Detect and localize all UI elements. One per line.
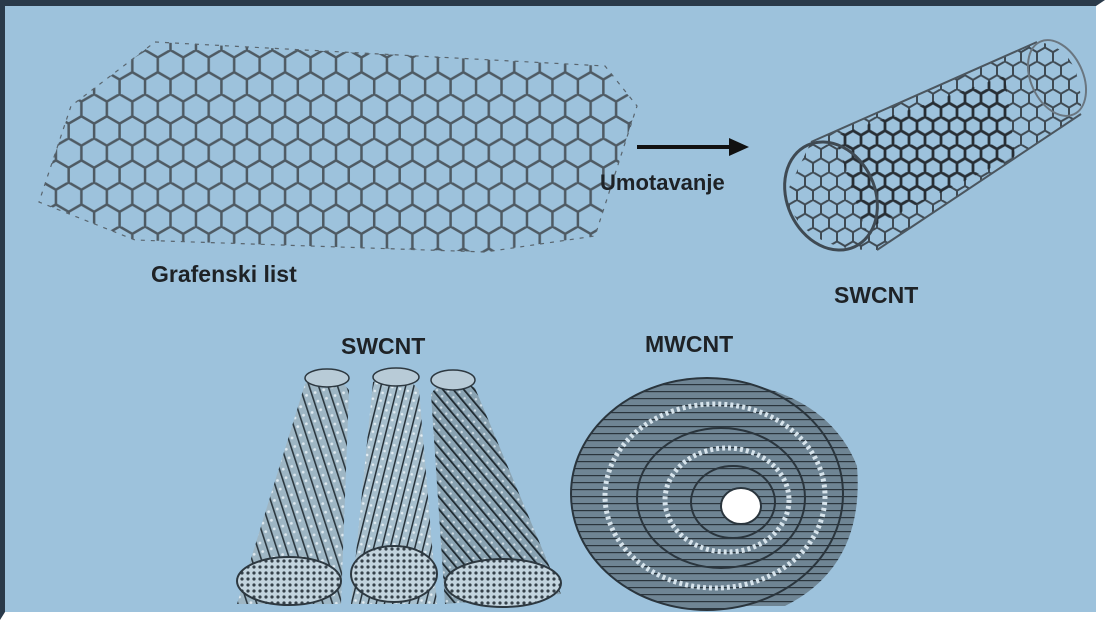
rolling-arrow — [637, 138, 749, 156]
mwcnt-label: MWCNT — [645, 331, 733, 357]
swcnt-bottom-label: SWCNT — [341, 333, 425, 359]
rolling-label: Umotavanje — [600, 170, 725, 195]
graphene-sheet-label: Grafenski list — [151, 261, 297, 287]
diagram-canvas: Grafenski list Umotavanje SWCNT SWCNT MW… — [5, 6, 1096, 612]
swcnt-bundle-illustration — [233, 366, 565, 607]
mwcnt-illustration — [571, 378, 858, 610]
swcnt-tube-illustration — [767, 31, 1096, 266]
swcnt-top-label: SWCNT — [834, 282, 918, 308]
graphene-sheet-illustration — [25, 26, 665, 266]
